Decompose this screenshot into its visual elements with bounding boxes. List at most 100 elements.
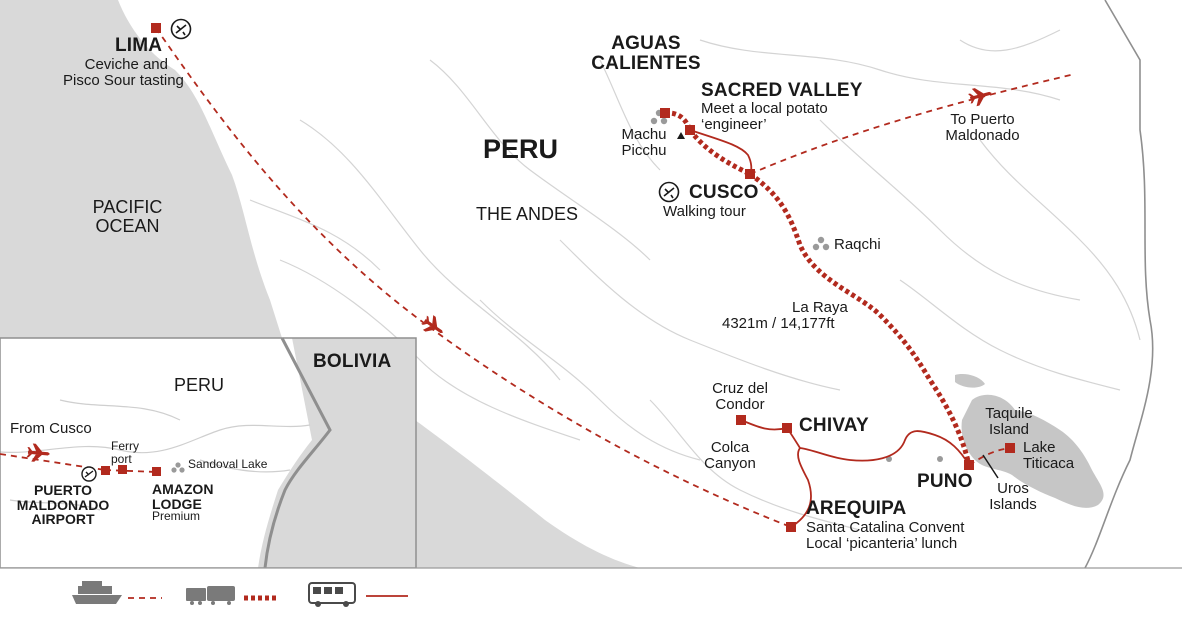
aguas-calientes-label: AGUAS CALIENTES	[586, 34, 706, 74]
maldonado-line-1: To Puerto	[950, 111, 1015, 128]
la-raya-line-1: La Raya	[792, 299, 848, 316]
ocean-label: PACIFIC OCEAN	[80, 198, 175, 236]
inset-bolivia-area	[258, 338, 416, 568]
uros-line-2: Islands	[989, 495, 1037, 513]
ruins-sandoval-icon	[171, 462, 185, 473]
pacific-ocean-area	[0, 0, 282, 338]
sacred-valley-label: SACRED VALLEY	[701, 80, 863, 101]
mountain-icon	[677, 132, 685, 139]
ferry-line-2: port	[111, 451, 132, 466]
arequipa-desc: Santa Catalina Convent Local ‘picanteria…	[806, 520, 964, 552]
inset-country-label: PERU	[174, 375, 225, 395]
ruins-colca-icon	[886, 456, 943, 462]
ferry-line-1: Ferry	[111, 439, 139, 453]
cruz-line-1: Cruz del	[712, 380, 768, 397]
arequipa-label: AREQUIPA	[806, 498, 907, 519]
airport-line-1: PUERTO	[33, 482, 93, 498]
machu-line-1: Machu	[621, 126, 667, 143]
inset-map	[0, 337, 417, 569]
uros-line-1: Uros	[997, 480, 1029, 497]
arequipa-desc-line-2: Local ‘picanteria’ lunch	[806, 534, 958, 552]
cruz-del-condor-label: Cruz del Condor	[700, 381, 780, 413]
titicaca-line-1: Lake	[1023, 439, 1056, 456]
amazon-lodge-sub: Premium	[152, 509, 201, 523]
inset-bolivia-label: BOLIVIA	[313, 351, 392, 372]
sacred-desc-line-2: ‘engineer’	[701, 115, 767, 133]
uros-pointer	[982, 454, 999, 479]
ruins-raqchi-icon	[812, 236, 830, 251]
maldonado-line-2: Maldonado	[945, 126, 1020, 144]
stop-markers	[151, 23, 1015, 532]
stop-cusco	[745, 169, 755, 179]
lima-desc: Ceviche and Pisco Sour tasting	[63, 56, 184, 89]
lake-titicaca	[961, 394, 1104, 508]
lima-desc-line-2: Pisco Sour tasting	[63, 71, 184, 89]
taquile-island-label: Taquile Island	[977, 406, 1041, 438]
stop-chivay	[782, 423, 792, 433]
sacred-valley-desc: Meet a local potato ‘engineer’	[701, 101, 828, 133]
to-maldonado-label: To Puerto Maldonado	[935, 112, 1030, 144]
train-icon	[186, 586, 235, 605]
plane-icon	[26, 443, 50, 462]
region-label: THE ANDES	[476, 204, 579, 224]
stop-lima	[151, 23, 161, 33]
airport-line-3: AIRPORT	[31, 511, 95, 528]
chivay-label: CHIVAY	[799, 415, 869, 436]
legend	[0, 567, 1182, 625]
lima-desc-line-1: Ceviche and	[84, 56, 168, 73]
taquile-line-1: Taquile	[985, 405, 1033, 422]
lake-titicaca-label: Lake Titicaca	[1023, 440, 1074, 472]
stop-taquile	[1005, 443, 1015, 453]
airport-icon	[81, 466, 97, 482]
aguas-line-2: CALIENTES	[591, 52, 701, 74]
colca-canyon-label: Colca Canyon	[698, 440, 762, 472]
sandoval-lake-label: Sandoval Lake	[188, 457, 268, 471]
taquile-line-2: Island	[988, 420, 1030, 438]
la-raya-line-2: 4321m / 14,177ft	[722, 314, 835, 332]
country-label: PERU	[483, 134, 559, 164]
plane-icon	[421, 315, 443, 334]
uros-islands-label: Uros Islands	[981, 481, 1045, 513]
machu-picchu-label: Machu Picchu	[612, 127, 676, 159]
sacred-desc-line-1: Meet a local potato	[701, 100, 828, 117]
lodge-line-2: LODGE	[152, 495, 202, 512]
pacific-ocean-south	[415, 420, 640, 568]
colca-line-1: Colca	[710, 439, 750, 456]
stop-arequipa	[786, 522, 796, 532]
machu-line-2: Picchu	[621, 141, 667, 159]
ocean-label-line-2: OCEAN	[95, 215, 160, 236]
rivers	[249, 29, 1141, 531]
aguas-line-1: AGUAS	[611, 33, 681, 54]
puno-label: PUNO	[917, 471, 973, 492]
lake-small	[955, 374, 985, 388]
ocean-label-line-1: PACIFIC	[92, 197, 163, 217]
bus-icon	[308, 582, 356, 607]
airport-label: PUERTO MALDONADO AIRPORT	[12, 483, 114, 527]
colca-line-2: Canyon	[704, 454, 756, 472]
ferry-port-label: Ferry port	[111, 440, 139, 465]
airport-line-2: MALDONADO	[16, 496, 110, 513]
cusco-label: CUSCO	[689, 182, 759, 203]
cruz-line-2: Condor	[715, 395, 765, 413]
ruins-machu-picchu-icon	[650, 109, 668, 125]
stop-aguas-calientes	[660, 108, 670, 118]
cusco-desc: Walking tour	[663, 203, 746, 220]
route-lima-arequipa	[155, 27, 792, 528]
country-border	[1084, 0, 1154, 569]
lodge-line-1: AMAZON	[152, 481, 214, 497]
amazon-lodge-label: AMAZON LODGE	[152, 482, 213, 511]
stop-sacred-valley	[685, 125, 695, 135]
ferry-icon	[72, 581, 122, 604]
raqchi-label: Raqchi	[834, 236, 881, 253]
arequipa-desc-line-1: Santa Catalina Convent	[806, 519, 965, 536]
plane-icon	[968, 88, 992, 107]
lima-label: LIMA	[115, 35, 163, 56]
la-raya-label: La Raya 4321m / 14,177ft	[722, 300, 848, 332]
stop-puno	[964, 460, 974, 470]
stop-cruz-del-condor	[736, 415, 746, 425]
from-cusco-label: From Cusco	[10, 420, 92, 437]
airport-icon	[170, 18, 192, 40]
titicaca-line-2: Titicaca	[1023, 454, 1075, 472]
route-cusco-maldonado	[749, 73, 1076, 175]
